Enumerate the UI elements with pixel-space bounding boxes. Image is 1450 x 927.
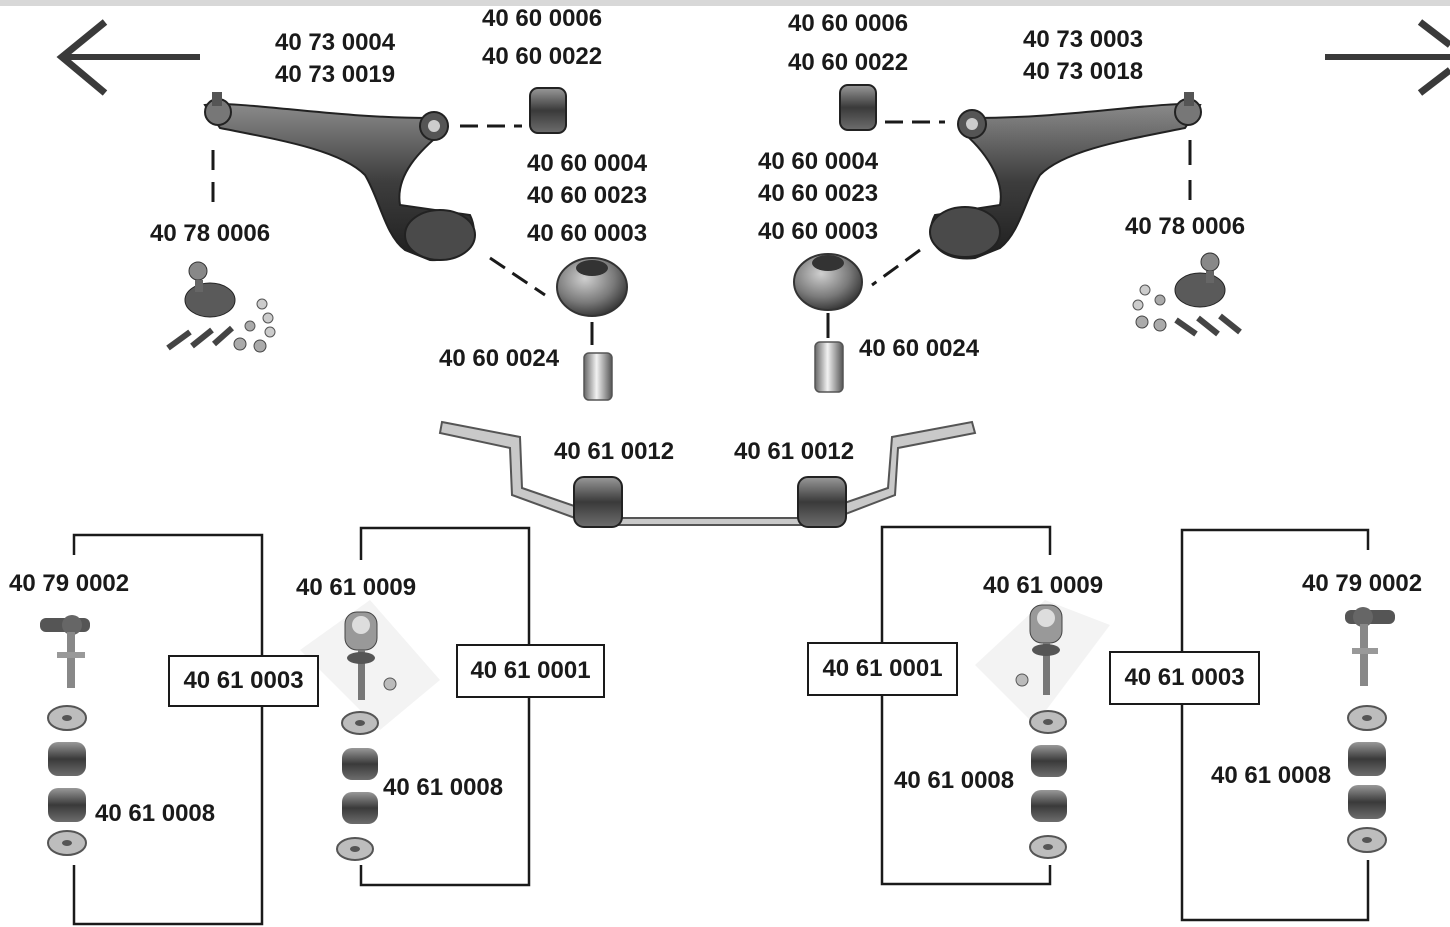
link-kit-far-right bbox=[1345, 607, 1395, 853]
right-control-arm bbox=[929, 92, 1202, 260]
label-far-left-rubber: 40 61 0008 bbox=[95, 800, 216, 827]
label-far-right-rubber: 40 61 0008 bbox=[1211, 762, 1332, 789]
label-right-arm-a: 40 73 0003 bbox=[1023, 26, 1144, 53]
arrow-left-icon[interactable] bbox=[56, 19, 200, 96]
top-strip bbox=[0, 0, 1450, 6]
label-right-sleeve: 40 60 0024 bbox=[859, 335, 980, 362]
stabiliser-bar bbox=[438, 420, 977, 526]
label-mid-right-rubber: 40 61 0008 bbox=[894, 767, 1015, 794]
label-far-left-kit-box: 40 61 0003 bbox=[168, 655, 319, 707]
left-bush-sleeve bbox=[583, 352, 613, 401]
label-mid-left-kit-box: 40 61 0001 bbox=[456, 644, 605, 698]
right-leader-lines bbox=[826, 120, 1192, 338]
right-ball-joint-kit bbox=[1132, 252, 1242, 337]
left-arm-rear-bush bbox=[556, 257, 628, 317]
right-bush-sleeve bbox=[814, 341, 844, 393]
label-left-rear-bush-c: 40 60 0003 bbox=[527, 220, 648, 247]
label-left-rear-bush-b: 40 60 0023 bbox=[527, 182, 648, 209]
left-ball-joint-kit bbox=[166, 261, 276, 353]
label-left-sleeve: 40 60 0024 bbox=[439, 345, 560, 372]
link-kit-far-left bbox=[40, 615, 90, 856]
link-kit-mid-left bbox=[300, 600, 440, 861]
label-left-arm-b: 40 73 0019 bbox=[275, 61, 396, 88]
label-bar-bush-left: 40 61 0012 bbox=[554, 438, 675, 465]
label-bar-bush-right: 40 61 0012 bbox=[734, 438, 855, 465]
label-mid-left-rubber: 40 61 0008 bbox=[383, 774, 504, 801]
left-control-arm bbox=[203, 92, 476, 262]
label-left-arm-a: 40 73 0004 bbox=[275, 29, 396, 56]
arrow-right-icon[interactable] bbox=[1325, 19, 1450, 96]
label-right-arm-b: 40 73 0018 bbox=[1023, 58, 1144, 85]
label-right-bush-b: 40 60 0022 bbox=[788, 49, 909, 76]
link-kit-mid-right bbox=[975, 600, 1110, 859]
right-arm-rear-bush bbox=[793, 253, 863, 311]
label-far-left-link: 40 79 0002 bbox=[9, 570, 130, 597]
left-leader-lines bbox=[211, 124, 594, 345]
label-right-ball-joint: 40 78 0006 bbox=[1125, 213, 1246, 240]
label-right-rear-bush-b: 40 60 0023 bbox=[758, 180, 879, 207]
label-right-rear-bush-a: 40 60 0004 bbox=[758, 148, 879, 175]
label-mid-right-kit-box: 40 61 0001 bbox=[807, 642, 958, 696]
bar-bush-right bbox=[797, 476, 847, 528]
label-left-ball-joint: 40 78 0006 bbox=[150, 220, 271, 247]
label-left-rear-bush-a: 40 60 0004 bbox=[527, 150, 648, 177]
label-right-rear-bush-c: 40 60 0003 bbox=[758, 218, 879, 245]
right-arm-front-bush bbox=[839, 84, 877, 131]
bar-bush-left bbox=[573, 476, 623, 528]
left-arm-front-bush bbox=[529, 87, 567, 134]
label-left-bush-a: 40 60 0006 bbox=[482, 5, 603, 32]
label-mid-left-link: 40 61 0009 bbox=[296, 574, 417, 601]
bracket-frames bbox=[72, 525, 1370, 926]
label-mid-right-link: 40 61 0009 bbox=[983, 572, 1104, 599]
label-far-right-kit-box: 40 61 0003 bbox=[1109, 651, 1260, 705]
label-left-bush-b: 40 60 0022 bbox=[482, 43, 603, 70]
label-right-bush-a: 40 60 0006 bbox=[788, 10, 909, 37]
label-far-right-link: 40 79 0002 bbox=[1302, 570, 1423, 597]
